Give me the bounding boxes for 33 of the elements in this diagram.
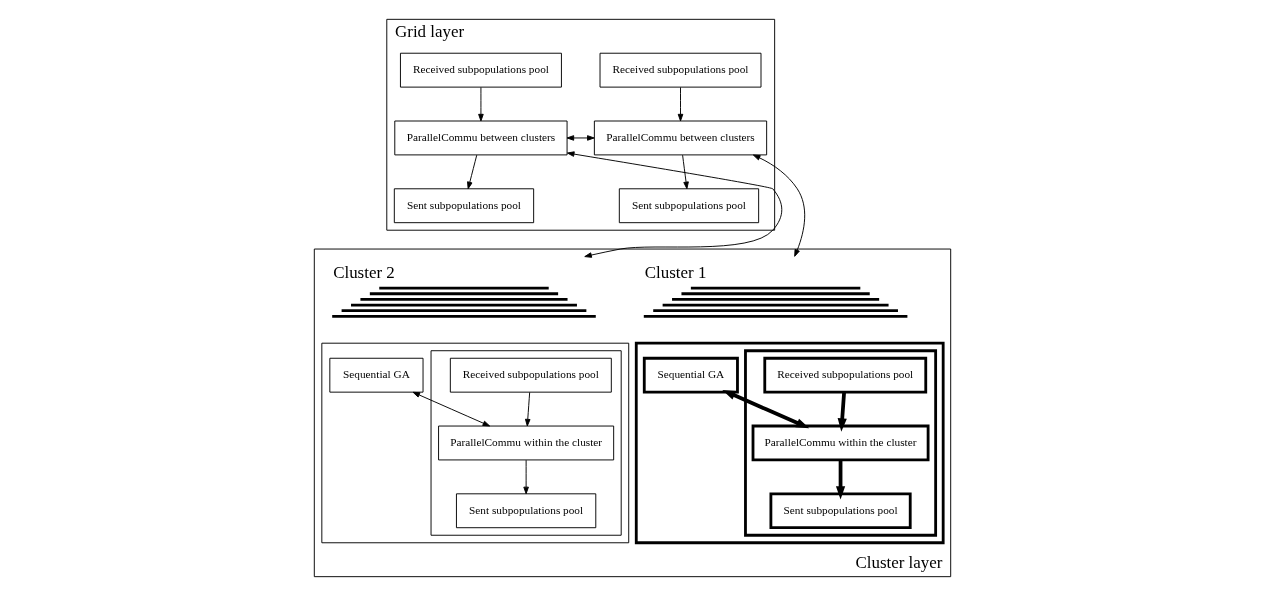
arrow <box>412 391 491 427</box>
arrow <box>566 151 783 258</box>
node-box: Received subpopulations pool <box>763 356 928 394</box>
cluster <box>430 350 622 536</box>
node-box: ParallelCommu within the cluster <box>438 425 615 461</box>
node-box: Sent subpopulations pool <box>393 188 535 224</box>
node-box: Received subpopulations pool <box>449 357 612 393</box>
node-box: Received subpopulations pool <box>399 52 562 88</box>
arrow <box>524 391 531 427</box>
node-box: Sent subpopulations pool <box>769 492 912 530</box>
arrow <box>566 135 595 141</box>
arrow <box>722 389 810 429</box>
node-box: Sequential GA <box>642 356 739 394</box>
cluster <box>744 349 938 537</box>
node-label: Cluster 2 <box>333 262 395 282</box>
arrow <box>752 154 806 257</box>
node-label: Cluster 1 <box>644 262 707 282</box>
node-box: Sent subpopulations pool <box>618 188 760 224</box>
node-box: Sent subpopulations pool <box>455 493 597 529</box>
cluster <box>321 342 630 544</box>
node-box: Sequential GA <box>329 357 424 393</box>
arrow <box>677 86 684 122</box>
arrow <box>835 460 846 500</box>
arrow <box>467 154 478 190</box>
arrow <box>478 86 484 122</box>
node-box: ParallelCommu between clusters <box>394 120 568 156</box>
arrow <box>523 459 529 495</box>
cluster <box>634 341 945 545</box>
node-box: Received subpopulations pool <box>599 52 762 88</box>
node-box: ParallelCommu within the cluster <box>751 424 930 462</box>
arrow <box>837 392 847 432</box>
node-box: ParallelCommu between clusters <box>593 120 768 156</box>
arrow <box>682 154 689 190</box>
